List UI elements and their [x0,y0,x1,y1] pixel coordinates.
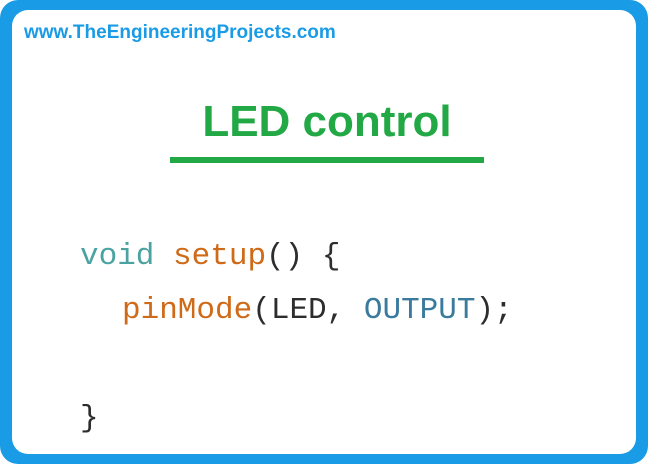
title-block: LED control [168,94,486,150]
content-panel: www.TheEngineeringProjects.com LED contr… [12,10,636,454]
code-function-pinmode: pinMode [122,293,253,328]
code-keyword-void: void [80,239,155,274]
code-open-brace: { [321,239,341,274]
code-comma: , [326,293,346,328]
code-close-brace: } [80,401,99,436]
code-snippet: void setup() {pinMode(LED, OUTPUT); } [80,230,513,446]
code-close-paren-semicolon: ); [475,293,513,328]
code-function-setup: setup [173,239,267,274]
code-line-setup: void setup() { [80,230,513,284]
code-open-paren: ( [252,293,271,328]
title-underline [170,157,484,163]
code-parens: () [266,239,304,274]
code-line-close: } [80,392,513,446]
code-arg-output: OUTPUT [363,293,476,328]
site-url-watermark: www.TheEngineeringProjects.com [24,22,336,43]
code-arg-led: LED [270,293,327,328]
code-line-blank [80,338,513,392]
page-title: LED control [202,97,452,146]
code-line-pinmode: pinMode(LED, OUTPUT); [80,284,513,338]
